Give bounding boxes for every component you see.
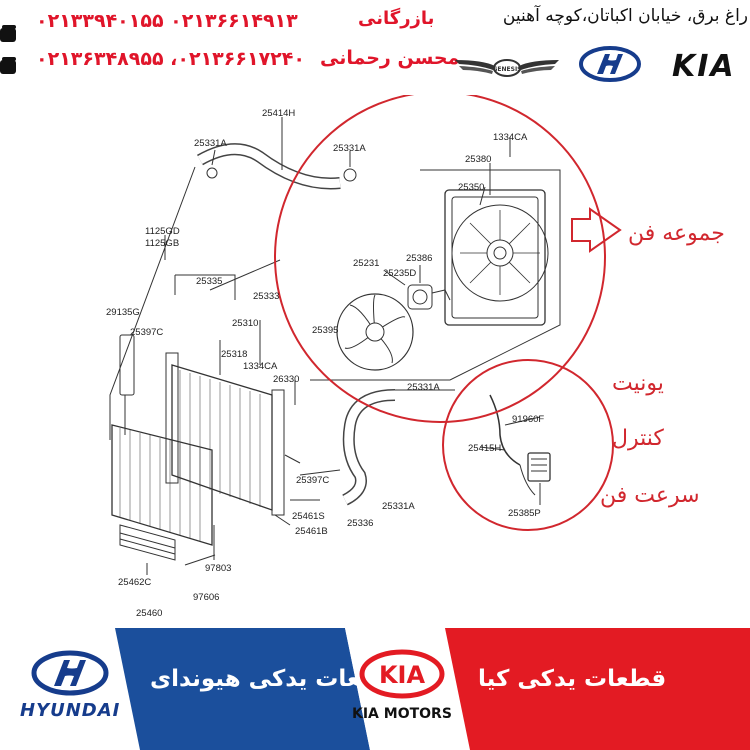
controller-label-line-2: کنترل: [612, 426, 664, 451]
part-label: 97803: [205, 563, 231, 574]
owner-name: محسن رحمانی: [320, 47, 460, 69]
part-label: 25397C: [296, 475, 329, 486]
part-label: 25235D: [383, 268, 416, 279]
kia-motors-wordmark: KIA MOTORS: [352, 706, 452, 722]
cooling-diagram: 25414H 25331A 25331A 1334CA 25380 25350 …: [106, 95, 725, 619]
part-label: 29135G: [106, 307, 140, 318]
kia-footer-logo: KIA: [359, 649, 445, 699]
fan-assembly-highlight: [274, 95, 606, 423]
part-label: 25331A: [407, 382, 440, 393]
part-label: 25380: [465, 154, 491, 165]
fan-speed-controller: [527, 452, 551, 482]
kia-header-wordmark: KIA: [672, 50, 736, 80]
header: ۰۲۱۳۳۹۴۰۱۵۵ ۰۲۱۳۶۶۱۴۹۱۳ ۰۲۱۳۶۳۴۸۹۵۵ ،۰۲۱…: [0, 0, 750, 100]
phone-numbers-row-2: ۰۲۱۳۶۳۴۸۹۵۵ ،۰۲۱۳۶۶۱۷۲۴۰: [36, 48, 305, 70]
fan-blade: [336, 293, 414, 371]
part-label: 25318: [221, 349, 247, 360]
part-label: 25461S: [292, 511, 325, 522]
kia-header-logo: KIA: [672, 50, 736, 80]
oil-cooler: [119, 524, 176, 561]
part-label: 25310: [232, 318, 258, 329]
part-label: 1334CA: [243, 361, 278, 372]
part-label: 25461B: [295, 526, 328, 537]
fan-assembly-arrow: [571, 207, 622, 253]
footer-banner: HYUNDAI قطعات یدکی هیوندای KIA KIA MOTOR…: [0, 628, 750, 750]
hyundai-header-logo: [579, 46, 641, 82]
fan-motor: [407, 284, 451, 310]
controller-highlight: [442, 359, 614, 531]
part-label: 25231: [353, 258, 379, 269]
part-label: 91960F: [512, 414, 544, 425]
fan-assembly-label: جموعه فن: [628, 221, 725, 246]
condenser: [111, 424, 213, 546]
kia-footer-wordmark: KIA: [379, 661, 426, 689]
hyundai-wordmark: HYUNDAI: [20, 700, 121, 721]
controller-label-line-1: یونیت: [612, 371, 664, 396]
part-label: 25385P: [508, 508, 541, 519]
hyundai-parts-text: قطعات یدکی هیوندای: [150, 666, 398, 692]
part-label: 25460: [136, 608, 162, 619]
part-label: 25397C: [130, 327, 163, 338]
part-label: 25415H: [468, 443, 501, 454]
radiator: [165, 352, 285, 516]
part-label: 25395: [312, 325, 338, 336]
phone-icon: [0, 25, 16, 74]
hyundai-footer-logo: [31, 650, 109, 696]
part-label: 25336: [347, 518, 373, 529]
part-label: 1334CA: [493, 132, 528, 143]
part-label: 25350: [458, 182, 484, 193]
kia-parts-text: قطعات یدکی کیا: [478, 666, 667, 692]
phone-numbers-row-1: ۰۲۱۳۳۹۴۰۱۵۵ ۰۲۱۳۶۶۱۴۹۱۳: [36, 10, 298, 32]
footer-background: [0, 628, 750, 750]
part-label: 25414H: [262, 108, 295, 119]
part-label: 25462C: [118, 577, 151, 588]
part-label: 25335: [196, 276, 222, 287]
company-role: بازرگانی: [358, 8, 435, 29]
part-label: 25386: [406, 253, 432, 264]
wiring-harness: [489, 394, 521, 466]
genesis-wordmark: GENESIS: [492, 66, 521, 73]
part-label: 25333: [253, 291, 279, 302]
controller-label-line-3: سرعت فن: [600, 483, 700, 508]
part-label: 26330: [273, 374, 299, 385]
genesis-logo: GENESIS: [455, 59, 559, 77]
part-label: 25331A: [382, 501, 415, 512]
fan-shroud: [444, 189, 549, 326]
part-label: 1125GD: [145, 226, 180, 237]
part-label: 25331A: [194, 138, 227, 149]
address-text: راغ برق، خیابان اکباتان،کوچه آهنین: [502, 6, 748, 26]
part-label: 1125GB: [145, 238, 179, 249]
part-label: 97606: [193, 592, 219, 603]
part-label: 25331A: [333, 143, 366, 154]
